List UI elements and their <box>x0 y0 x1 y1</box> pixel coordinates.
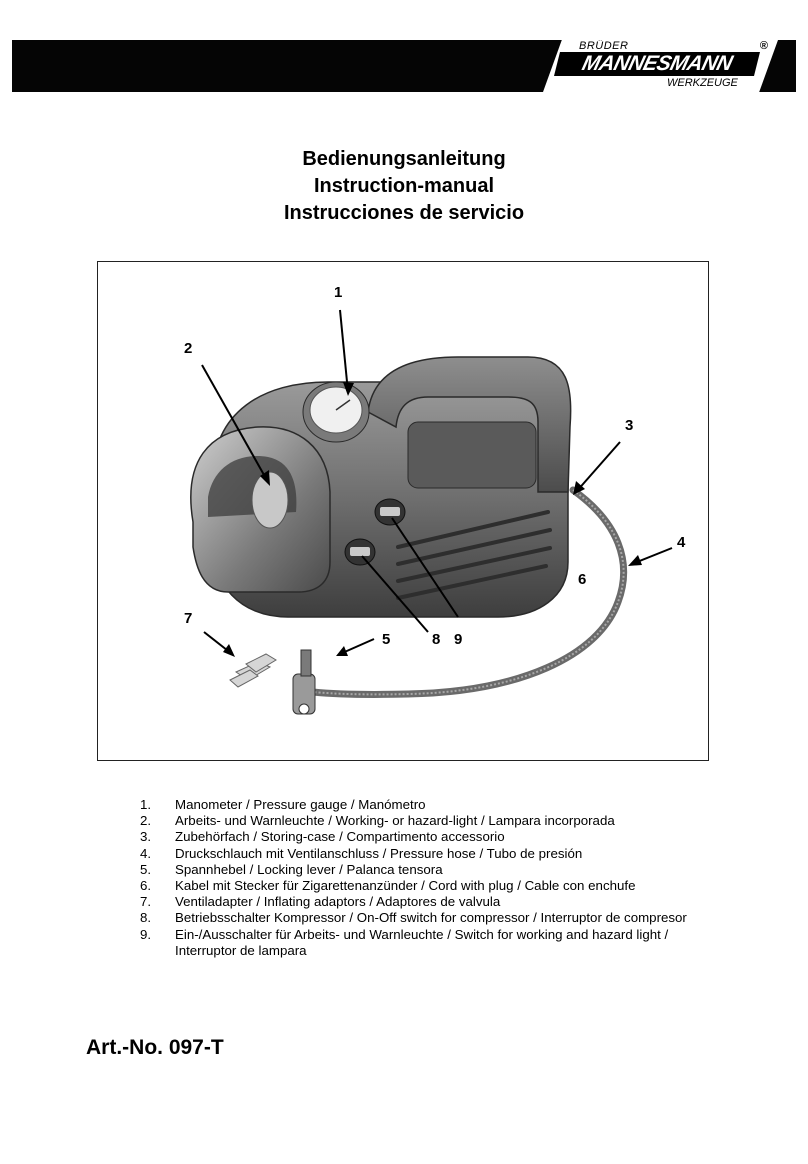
compressor-illustration <box>190 309 673 715</box>
part-description: Ein-/Ausschalter für Arbeits- und Warnle… <box>175 926 669 942</box>
list-item: 7. Ventiladapter / Inflating adaptors / … <box>140 894 760 910</box>
list-item: 4. Druckschlauch mit Ventilanschluss / P… <box>140 846 760 862</box>
callout-3: 3 <box>625 417 634 434</box>
logo-top-text: BRÜDER <box>579 40 629 52</box>
part-description: Spannhebel / Locking lever / Palanca ten… <box>175 861 443 877</box>
registered-mark: ® <box>759 40 768 52</box>
list-item: 2. Arbeits- und Warnleuchte / Working- o… <box>140 813 760 829</box>
logo-main-text: MANNESMANN <box>554 52 760 76</box>
article-number: Art.-No. 097-T <box>86 1036 224 1059</box>
logo-bottom-text: WERKZEUGE <box>667 77 738 89</box>
part-description: Manometer / Pressure gauge / Manómetro <box>175 797 426 812</box>
part-description: Interruptor de lampara <box>175 942 307 958</box>
title-german: Bedienungsanleitung <box>302 148 506 170</box>
part-number: 9. <box>140 926 152 942</box>
callout-6: 6 <box>578 571 587 588</box>
document-titles: Bedienungsanleitung Instruction-manual I… <box>0 146 808 227</box>
part-number: 7. <box>140 894 152 910</box>
part-number: 5. <box>140 861 152 877</box>
list-item: 9. Ein-/Ausschalter für Arbeits- und War… <box>140 927 760 943</box>
part-description: Kabel mit Stecker für Zigarettenanzünder… <box>175 878 636 894</box>
callout-4: 4 <box>677 534 686 551</box>
callout-7: 7 <box>184 610 193 627</box>
brand-logo: BRÜDER MANNESMANN WERKZEUGE ® <box>543 40 778 92</box>
list-item: 1. Manometer / Pressure gauge / Manómetr… <box>140 797 760 813</box>
part-description: Druckschlauch mit Ventilanschluss / Pres… <box>175 845 583 861</box>
callout-2: 2 <box>184 340 193 357</box>
part-number <box>140 943 175 959</box>
carry-handle <box>367 356 572 493</box>
pressure-gauge <box>302 381 370 443</box>
valve-chuck <box>292 649 316 715</box>
callout-9: 9 <box>454 631 463 648</box>
inflating-adaptors <box>229 653 277 688</box>
callout-1: 1 <box>334 284 343 301</box>
part-number: 2. <box>140 813 152 829</box>
list-item: Interruptor de lampara <box>140 943 760 959</box>
product-figure: 1 2 3 4 5 6 7 8 9 <box>97 261 709 761</box>
callout-arrowheads <box>223 382 642 657</box>
compressor-switch <box>344 538 376 566</box>
part-number: 1. <box>140 797 152 812</box>
part-number: 4. <box>140 845 152 861</box>
callout-8: 8 <box>432 631 441 648</box>
parts-list: 1. Manometer / Pressure gauge / Manómetr… <box>140 797 760 959</box>
part-description: Ventiladapter / Inflating adaptors / Ada… <box>175 894 501 910</box>
part-description: Zubehörfach / Storing-case / Compartimen… <box>175 829 505 845</box>
title-english: Instruction-manual <box>313 175 494 197</box>
part-number: 8. <box>140 910 152 926</box>
list-item: 5. Spannhebel / Locking lever / Palanca … <box>140 862 760 878</box>
title-spanish: Instrucciones de servicio <box>283 202 525 224</box>
part-description: Betriebsschalter Kompressor / On-Off swi… <box>175 910 687 926</box>
list-item: 6. Kabel mit Stecker für Zigarettenanzün… <box>140 878 760 894</box>
callout-5: 5 <box>382 631 391 648</box>
list-item: 3. Zubehörfach / Storing-case / Comparti… <box>140 829 760 845</box>
lamp-switch <box>374 498 406 526</box>
part-description: Arbeits- und Warnleuchte / Working- or h… <box>175 813 615 829</box>
header-band: BRÜDER MANNESMANN WERKZEUGE ® <box>12 40 796 92</box>
list-item: 8. Betriebsschalter Kompressor / On-Off … <box>140 910 760 926</box>
side-vents <box>396 510 552 600</box>
part-number: 3. <box>140 829 152 845</box>
part-number: 6. <box>140 878 152 894</box>
